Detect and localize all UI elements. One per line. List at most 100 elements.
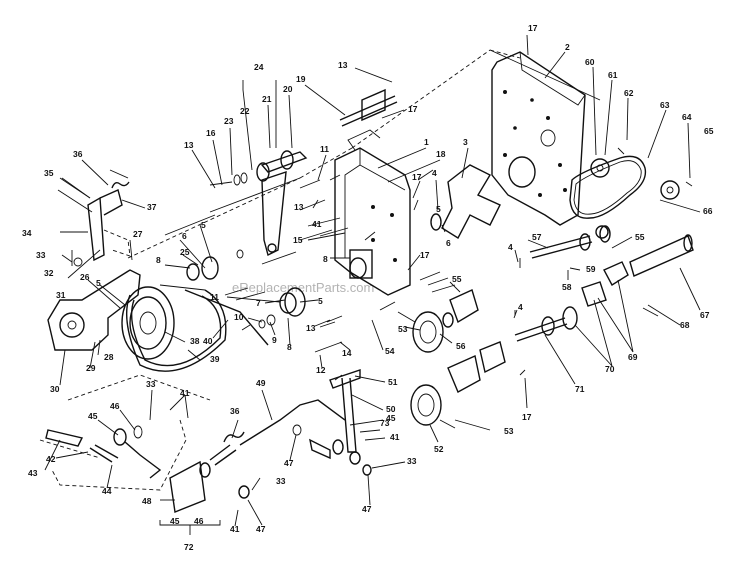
callout-39: 39 bbox=[210, 354, 220, 364]
callout-9: 9 bbox=[272, 335, 277, 345]
callout-41: 41 bbox=[312, 219, 322, 229]
callout-8: 8 bbox=[156, 255, 161, 265]
callout-58: 58 bbox=[562, 282, 572, 292]
center-housing bbox=[329, 129, 411, 296]
lower-left-linkage bbox=[39, 374, 250, 526]
upper-left-lever bbox=[57, 169, 131, 267]
callout-4: 4 bbox=[508, 242, 513, 252]
drive-pulley-belt bbox=[121, 284, 227, 372]
callout-18: 18 bbox=[436, 149, 446, 159]
callout-44: 44 bbox=[102, 486, 112, 496]
callout-63: 63 bbox=[660, 100, 670, 110]
callout-8: 8 bbox=[287, 342, 292, 352]
callout-33: 33 bbox=[276, 476, 286, 486]
callout-33: 33 bbox=[407, 456, 417, 466]
callout-8: 8 bbox=[323, 254, 328, 264]
callout-55: 55 bbox=[635, 232, 645, 242]
callout-24: 24 bbox=[254, 62, 264, 72]
callout-61: 61 bbox=[608, 70, 618, 80]
callout-32: 32 bbox=[44, 268, 54, 278]
callout-11: 11 bbox=[210, 292, 219, 302]
lower-pulley bbox=[410, 341, 506, 429]
callout-72: 72 bbox=[184, 542, 194, 552]
callout-52: 52 bbox=[434, 444, 444, 454]
callout-45: 45 bbox=[386, 413, 396, 423]
callout-65: 65 bbox=[704, 126, 714, 136]
callout-45: 45 bbox=[170, 516, 180, 526]
control-lever bbox=[239, 369, 372, 476]
callout-47: 47 bbox=[256, 524, 266, 534]
callout-30: 30 bbox=[50, 384, 60, 394]
callout-13: 13 bbox=[184, 140, 194, 150]
callout-20: 20 bbox=[283, 84, 293, 94]
callout-68: 68 bbox=[680, 320, 690, 330]
callout-37: 37 bbox=[147, 202, 157, 212]
callout-42: 42 bbox=[46, 454, 56, 464]
callout-60: 60 bbox=[585, 57, 595, 67]
callout-46: 46 bbox=[194, 516, 204, 526]
callout-34: 34 bbox=[22, 228, 32, 238]
callout-47: 47 bbox=[362, 504, 372, 514]
callout-3: 3 bbox=[463, 137, 468, 147]
chassis-plate bbox=[491, 51, 586, 226]
callout-22: 22 bbox=[240, 106, 250, 116]
callout-19: 19 bbox=[296, 74, 306, 84]
callout-49: 49 bbox=[256, 378, 266, 388]
callout-41: 41 bbox=[180, 388, 190, 398]
impeller bbox=[430, 164, 501, 239]
callout-5: 5 bbox=[436, 204, 441, 214]
leader-lines bbox=[44, 34, 701, 535]
callout-41: 41 bbox=[390, 432, 400, 442]
callout-10: 10 bbox=[234, 312, 244, 322]
callout-46: 46 bbox=[110, 401, 120, 411]
callout-47: 47 bbox=[284, 458, 294, 468]
callout-64: 64 bbox=[682, 112, 692, 122]
chain-sprockets bbox=[569, 147, 693, 239]
callout-13: 13 bbox=[294, 202, 304, 212]
callout-31: 31 bbox=[56, 290, 66, 300]
center-pulley bbox=[379, 289, 479, 353]
callout-50: 50 bbox=[386, 404, 396, 414]
callout-6: 6 bbox=[182, 231, 187, 241]
callout-4: 4 bbox=[518, 302, 523, 312]
callout-71: 71 bbox=[575, 384, 585, 394]
callout-12: 12 bbox=[316, 365, 326, 375]
callout-17: 17 bbox=[522, 412, 532, 422]
callout-27: 27 bbox=[133, 229, 143, 239]
callout-4: 4 bbox=[432, 168, 437, 178]
callout-41: 41 bbox=[230, 524, 240, 534]
callout-51: 51 bbox=[388, 377, 398, 387]
callout-13: 13 bbox=[306, 323, 316, 333]
callout-14: 14 bbox=[342, 348, 352, 358]
callout-53: 53 bbox=[504, 426, 514, 436]
middle-pulleys bbox=[184, 249, 306, 346]
callout-36: 36 bbox=[230, 406, 240, 416]
callout-59: 59 bbox=[586, 264, 596, 274]
callout-17: 17 bbox=[528, 23, 538, 33]
callout-15: 15 bbox=[293, 235, 303, 245]
part-callouts: 17 2 13 24 19 17 21 20 22 23 16 13 11 1 … bbox=[22, 23, 714, 552]
callout-35: 35 bbox=[44, 168, 54, 178]
callout-54: 54 bbox=[385, 346, 395, 356]
bolts-and-rods bbox=[61, 169, 659, 381]
callout-2: 2 bbox=[565, 42, 570, 52]
callout-48: 48 bbox=[142, 496, 152, 506]
callout-70: 70 bbox=[605, 364, 615, 374]
callout-66: 66 bbox=[703, 206, 713, 216]
callout-25: 25 bbox=[180, 247, 190, 257]
callout-5: 5 bbox=[318, 296, 323, 306]
callout-17: 17 bbox=[420, 250, 430, 260]
callout-16: 16 bbox=[206, 128, 216, 138]
watermark: eReplacementParts.com bbox=[232, 280, 374, 295]
callout-67: 67 bbox=[700, 310, 710, 320]
callout-28: 28 bbox=[104, 352, 114, 362]
callout-45: 45 bbox=[88, 411, 98, 421]
callout-17: 17 bbox=[412, 172, 422, 182]
callout-36: 36 bbox=[73, 149, 83, 159]
callout-69: 69 bbox=[628, 352, 638, 362]
pulley-bracket bbox=[47, 269, 141, 351]
callout-6: 6 bbox=[446, 238, 451, 248]
callout-40: 40 bbox=[203, 336, 213, 346]
callout-11: 11 bbox=[320, 144, 329, 154]
